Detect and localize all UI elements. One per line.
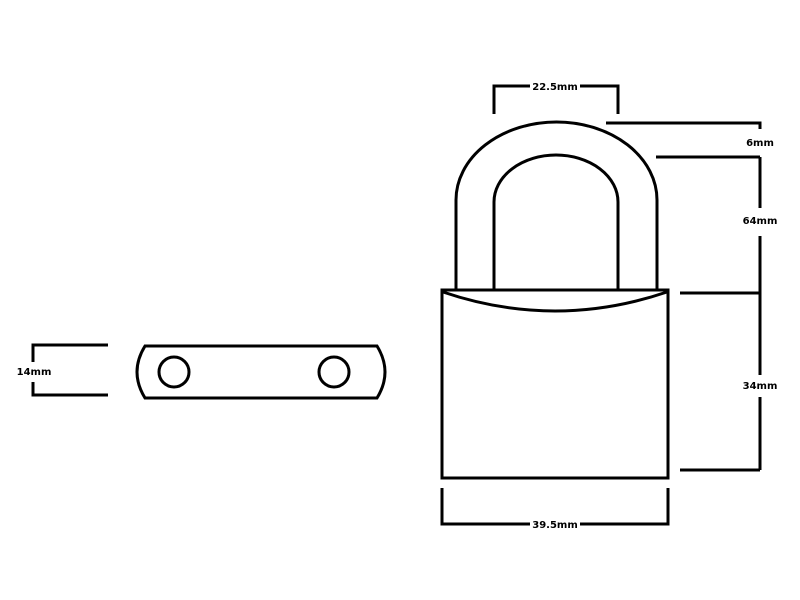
dimension-shackle-width: 22.5mm bbox=[492, 82, 620, 114]
plate-hole-left bbox=[157, 355, 191, 389]
plate-hole-right bbox=[317, 355, 351, 389]
hasp-plate bbox=[135, 344, 387, 400]
padlock-body bbox=[440, 288, 670, 480]
dimension-body-height: 34mm bbox=[680, 381, 778, 472]
dimension-plate-height: 14mm bbox=[17, 343, 108, 397]
dimension-shackle-thickness: 6mm bbox=[606, 121, 774, 159]
label-shackle-width: 22.5mm bbox=[532, 82, 578, 93]
label-body-width: 39.5mm bbox=[532, 520, 578, 531]
label-body-height: 34mm bbox=[743, 381, 778, 392]
label-plate-height: 14mm bbox=[17, 367, 52, 378]
dimension-shackle-height: 64mm bbox=[680, 157, 777, 375]
label-shackle-height: 64mm bbox=[743, 216, 778, 227]
label-shackle-thickness: 6mm bbox=[746, 138, 774, 149]
dimension-body-width: 39.5mm bbox=[440, 488, 670, 531]
padlock-shackle bbox=[454, 120, 659, 290]
